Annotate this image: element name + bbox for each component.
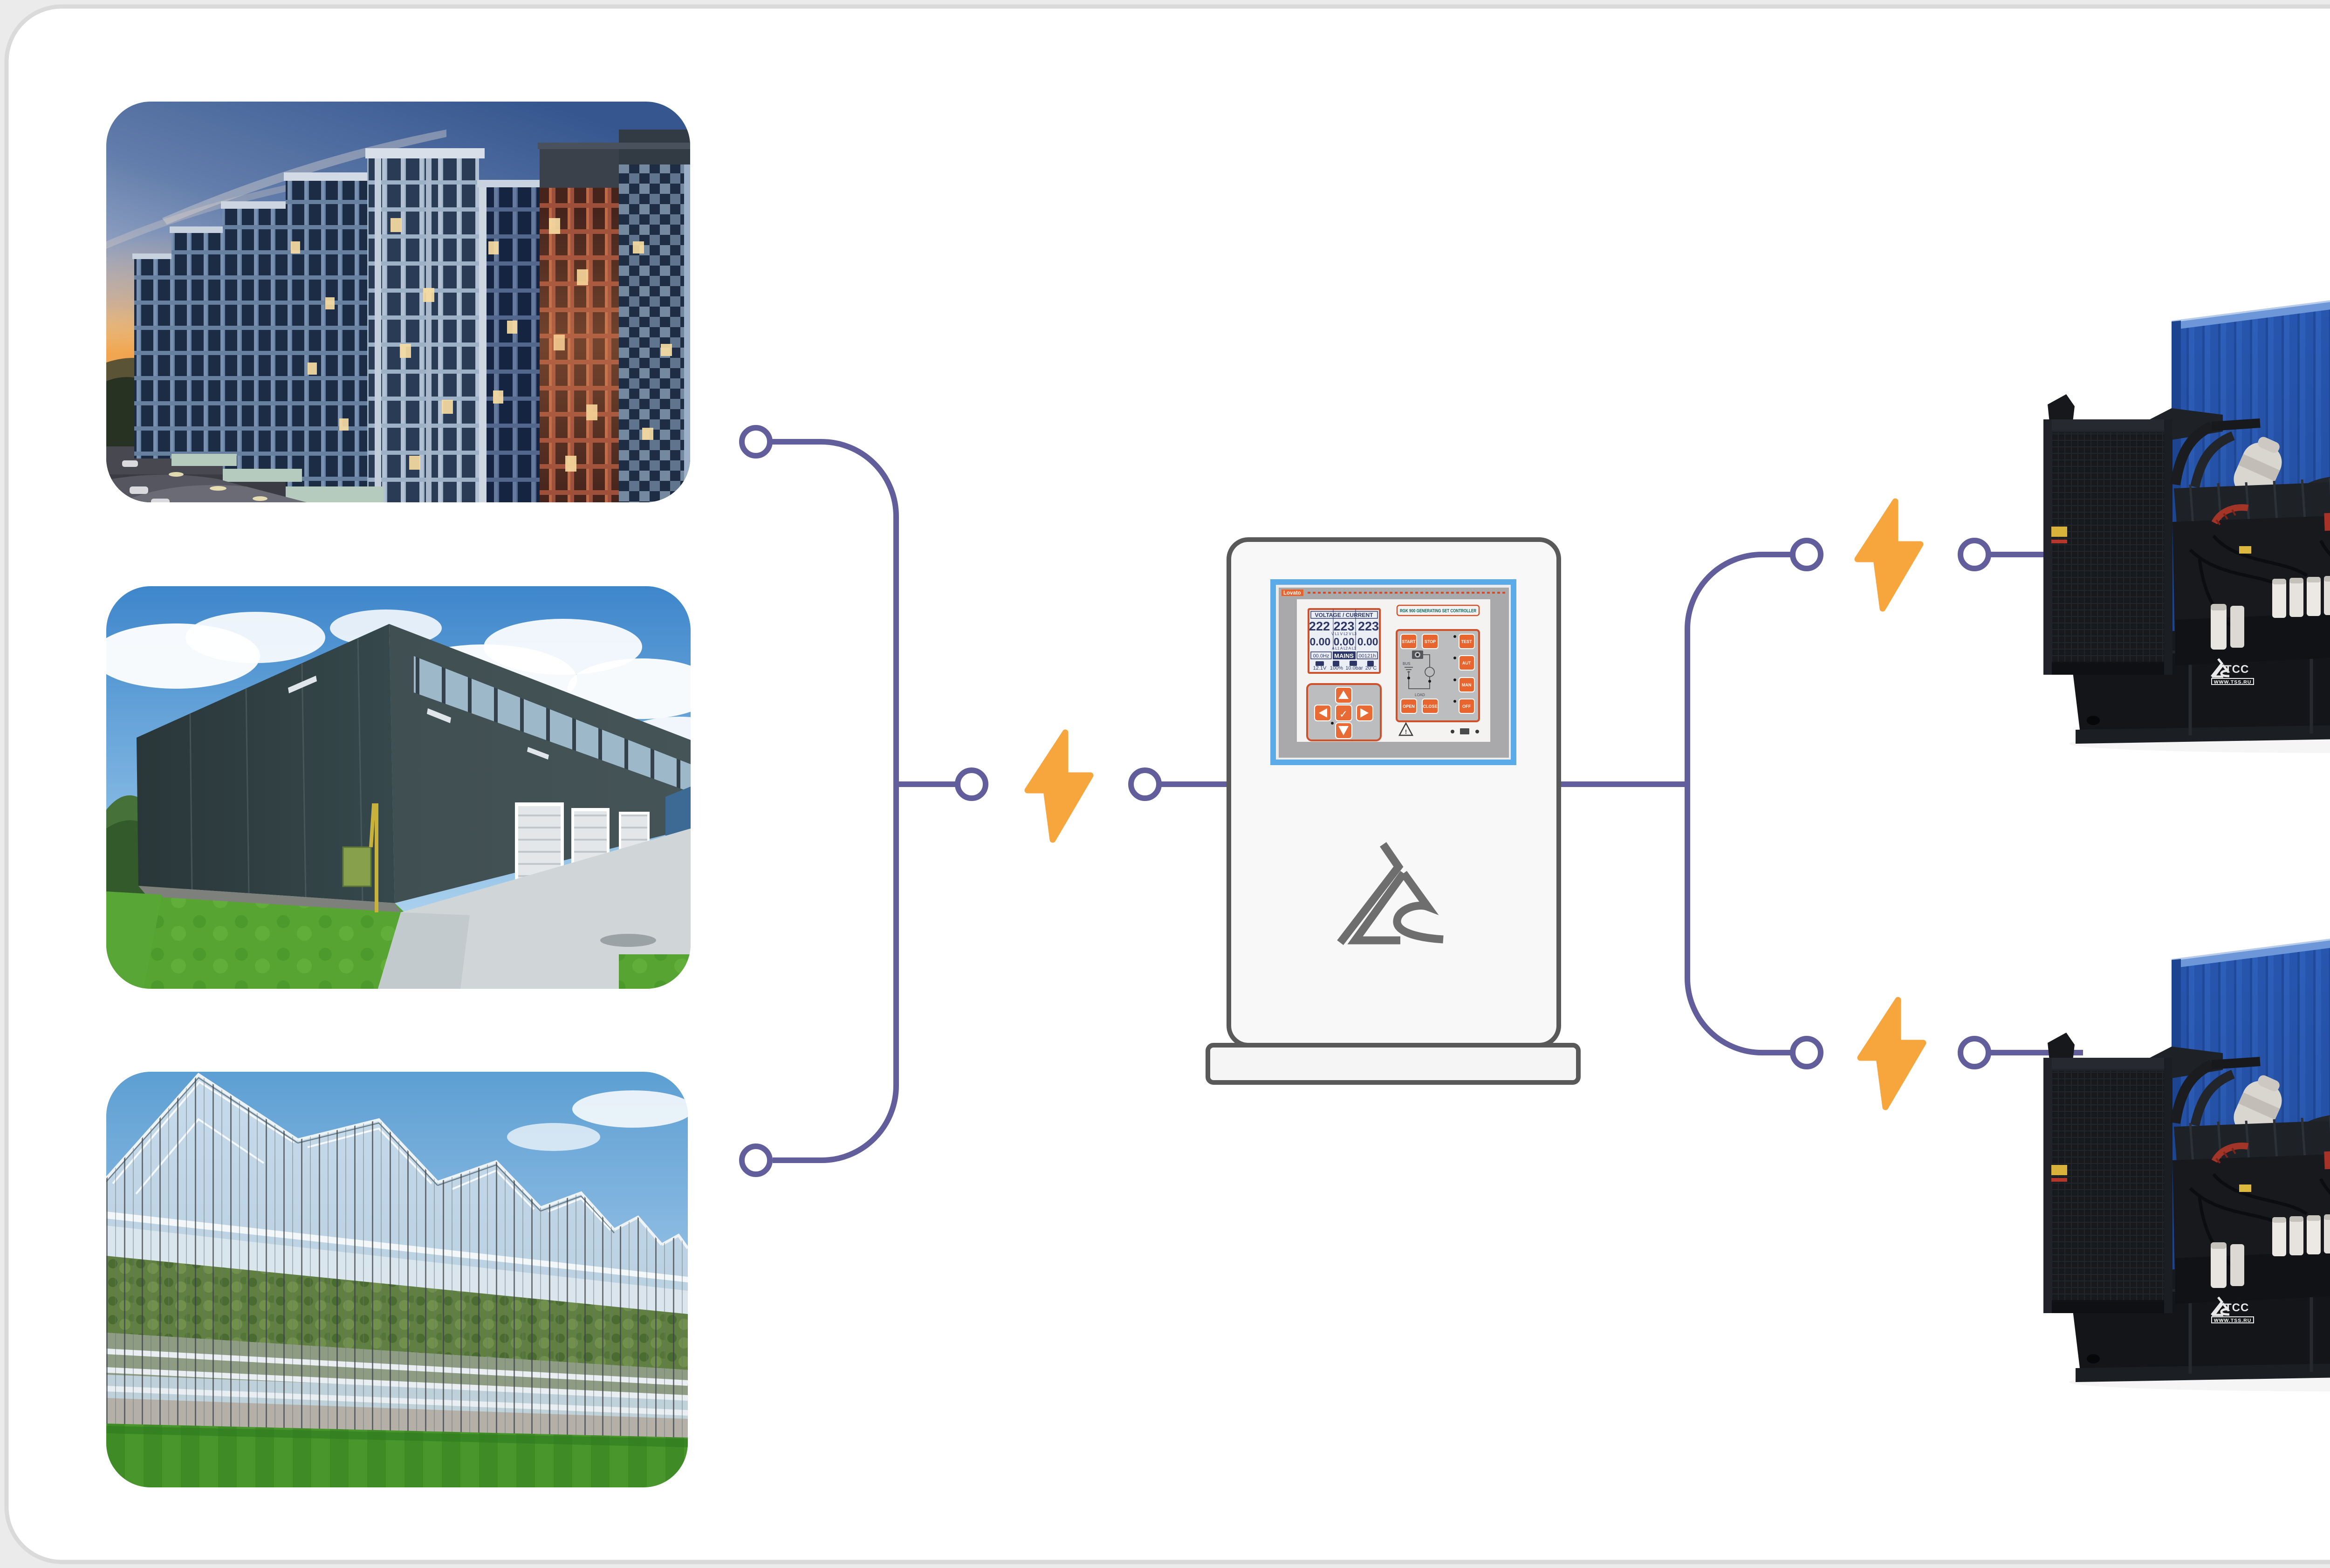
svg-text:A L1 A L2 A L3: A L1 A L2 A L3 [1332, 646, 1356, 650]
svg-text:Lovato: Lovato [1283, 590, 1301, 596]
svg-text:V L1 V L2 V L3: V L1 V L2 V L3 [1331, 632, 1357, 636]
svg-text:✓: ✓ [1339, 708, 1348, 720]
svg-text:OFF: OFF [1462, 704, 1471, 709]
svg-text:0.00 0.00 0.00: 0.00 0.00 0.00 [1309, 636, 1378, 648]
svg-text:20°C: 20°C [1365, 665, 1377, 671]
svg-text:00.0Hz: 00.0Hz [1313, 653, 1329, 659]
svg-text:CLOSE: CLOSE [1423, 704, 1437, 709]
svg-text:RGK 900 GENERATING SET CONTROL: RGK 900 GENERATING SET CONTROLLER [1400, 609, 1477, 614]
svg-text:BUS: BUS [1403, 662, 1410, 666]
svg-text:STOP: STOP [1425, 639, 1436, 644]
svg-text:222 223 223: 222 223 223 [1309, 619, 1379, 633]
svg-text:TEST: TEST [1461, 639, 1472, 644]
svg-text:!: ! [1405, 728, 1407, 735]
svg-text:100%: 100% [1330, 665, 1343, 671]
svg-text:MAN: MAN [1462, 683, 1472, 687]
svg-text:VOLTAGE / CURRENT: VOLTAGE / CURRENT [1315, 612, 1374, 618]
svg-text:START: START [1402, 639, 1416, 644]
svg-text:10.0bar: 10.0bar [1345, 665, 1363, 671]
svg-text:LOAD: LOAD [1415, 693, 1425, 697]
svg-text:00121h: 00121h [1359, 653, 1376, 659]
svg-text:AUT: AUT [1462, 661, 1471, 665]
svg-text:12.1V: 12.1V [1313, 665, 1327, 671]
svg-text:OPEN: OPEN [1403, 704, 1415, 709]
svg-text:MAINS: MAINS [1334, 652, 1354, 659]
